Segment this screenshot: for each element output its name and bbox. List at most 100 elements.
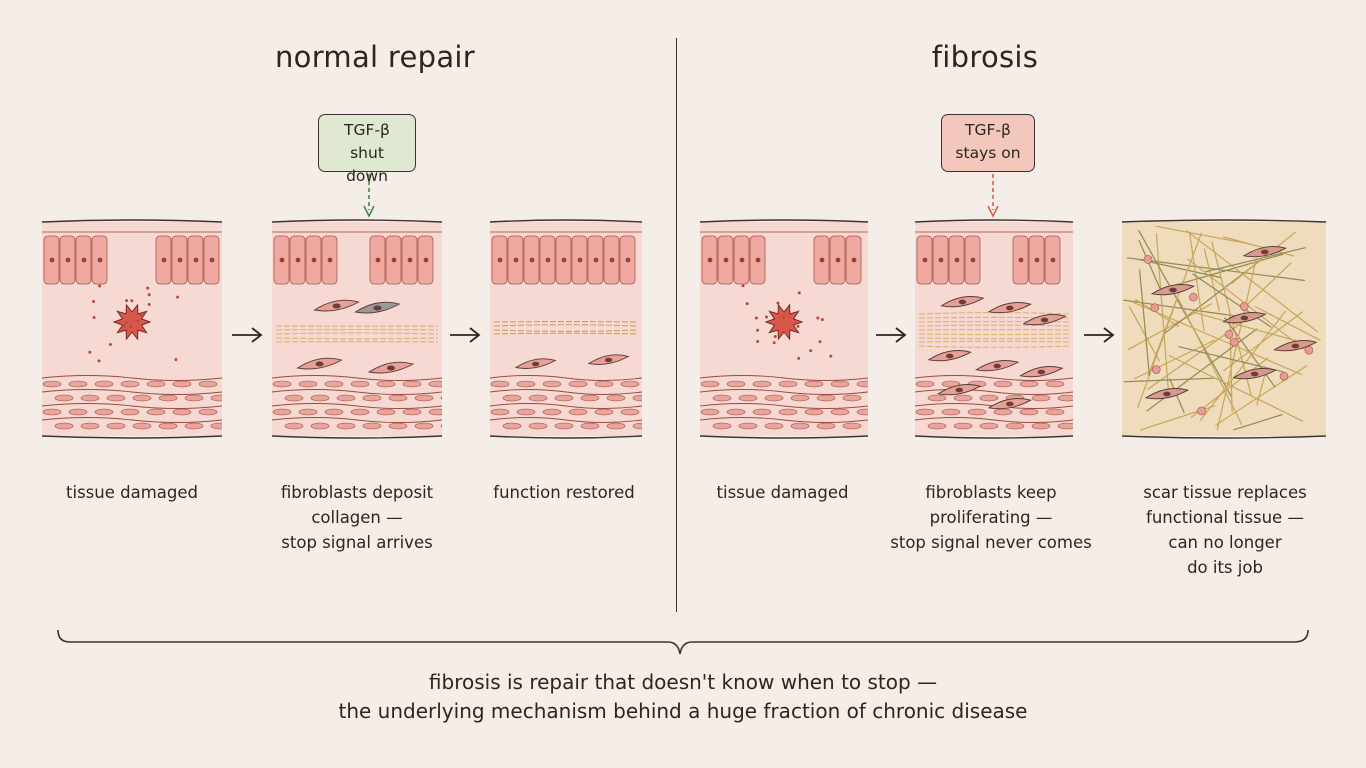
fibroblast-nucleus (332, 303, 341, 309)
muscle-cell (1019, 408, 1039, 416)
caption-line: proliferating — (929, 508, 1053, 527)
muscle-cell (106, 422, 126, 430)
debris-dot (88, 350, 92, 354)
muscle-cell (1005, 422, 1025, 430)
muscle-cell (298, 408, 318, 416)
caption-line: fibroblasts keep (925, 483, 1057, 502)
scar-collagen-bundle (1147, 232, 1203, 377)
muscle-cell (54, 394, 74, 402)
muscle-cell (54, 422, 74, 430)
panel-normal-damaged (42, 218, 222, 440)
muscle-fiber-line (490, 417, 642, 423)
residual-cell (1304, 345, 1314, 355)
scar-collagen-bundle (1192, 273, 1272, 328)
muscle-cell (594, 380, 614, 388)
muscle-cell (993, 380, 1013, 388)
muscle-cell (350, 380, 370, 388)
debris-dot (820, 318, 824, 322)
muscle-cell (198, 408, 218, 416)
muscle-cell (1031, 422, 1051, 430)
caption-line: stop signal never comes (890, 533, 1092, 552)
fibroblast-nucleus (1250, 371, 1259, 377)
scar-collagen-bundle (1203, 248, 1221, 312)
red-signal-arrow (987, 174, 999, 218)
scar-collagen-bundle (1168, 378, 1185, 414)
collagen-fiber (918, 337, 1070, 340)
muscle-cell (402, 408, 422, 416)
cell-nucleus (1018, 257, 1024, 263)
muscle-cell (158, 394, 178, 402)
scar-collagen-bundle (1187, 258, 1311, 355)
panel-fibrosis-scar (1122, 218, 1326, 440)
debris-dot (124, 321, 128, 325)
muscle-cell (146, 380, 166, 388)
muscle-cell (198, 380, 218, 388)
muscle-cell (856, 380, 868, 388)
panel-fibrosis-damaged (700, 218, 868, 440)
fibroblast-nucleus (1163, 391, 1171, 397)
fibroblast-nucleus (945, 353, 954, 359)
muscle-cell (94, 408, 114, 416)
cell-nucleus (609, 257, 615, 263)
muscle-cell (158, 422, 178, 430)
cell-nucleus (938, 257, 944, 263)
muscle-fiber-line (42, 389, 222, 395)
muscle-cell (388, 394, 408, 402)
fibroblast-nucleus (532, 361, 540, 367)
residual-cell (1230, 337, 1239, 347)
residual-cell (1239, 302, 1249, 311)
caption-normal-restored: function restored (479, 480, 649, 505)
cell-nucleus (279, 257, 285, 263)
tissue-bottom-edge (1122, 435, 1326, 439)
muscle-fiber-line (42, 403, 222, 409)
scar-collagen-bundle (1185, 229, 1319, 333)
muscle-cell (528, 394, 548, 402)
muscle-cell (790, 394, 810, 402)
tissue-bottom-edge (490, 435, 642, 439)
debris-dot (797, 291, 801, 295)
muscle-cell (324, 408, 344, 416)
muscle-cell (428, 408, 442, 416)
cell-nucleus (295, 257, 301, 263)
tissue-top-edge (42, 219, 222, 223)
scar-collagen-bundle (1132, 301, 1303, 376)
debris-dot (764, 315, 768, 319)
fibroblast-nucleus (993, 363, 1001, 369)
scar-collagen-bundle (1178, 346, 1284, 373)
cell-nucleus (97, 257, 103, 263)
fibroblast-nucleus (1291, 343, 1300, 349)
debris-dot (782, 315, 786, 319)
muscle-cell (993, 408, 1013, 416)
debris-dot (816, 316, 820, 320)
muscle-cell (856, 408, 868, 416)
caption-line: can no longer (1168, 533, 1282, 552)
muscle-cell (778, 380, 798, 388)
summary-text: fibrosis is repair that doesn't know whe… (250, 668, 1116, 726)
cell-nucleus (577, 257, 583, 263)
caption-line: functional tissue — (1146, 508, 1304, 527)
muscle-cell (700, 380, 720, 388)
debris-dot (756, 328, 760, 332)
cell-nucleus (1034, 257, 1040, 263)
muscle-cell (816, 394, 836, 402)
cell-nucleus (161, 257, 167, 263)
residual-cell (1143, 255, 1153, 264)
muscle-cell (284, 394, 304, 402)
cell-nucleus (819, 257, 825, 263)
scar-collagen-bundle (1188, 231, 1205, 332)
muscle-fiber-line (490, 403, 642, 409)
debris-dot (147, 302, 151, 306)
cell-nucleus (707, 257, 713, 263)
summary-brace (57, 629, 1309, 655)
muscle-cell (738, 394, 758, 402)
scar-collagen-bundle (1128, 305, 1161, 362)
fibroblasts-deposit-illustration (272, 219, 442, 439)
debris-dot (796, 324, 800, 328)
callout-line-1: TGF-β (965, 121, 1011, 139)
caption-line: do its job (1187, 558, 1263, 577)
debris-dot (129, 325, 133, 329)
caption-line: stop signal arrives (281, 533, 433, 552)
caption-line: scar tissue replaces (1143, 483, 1307, 502)
cell-nucleus (513, 257, 519, 263)
muscle-cell (941, 380, 961, 388)
